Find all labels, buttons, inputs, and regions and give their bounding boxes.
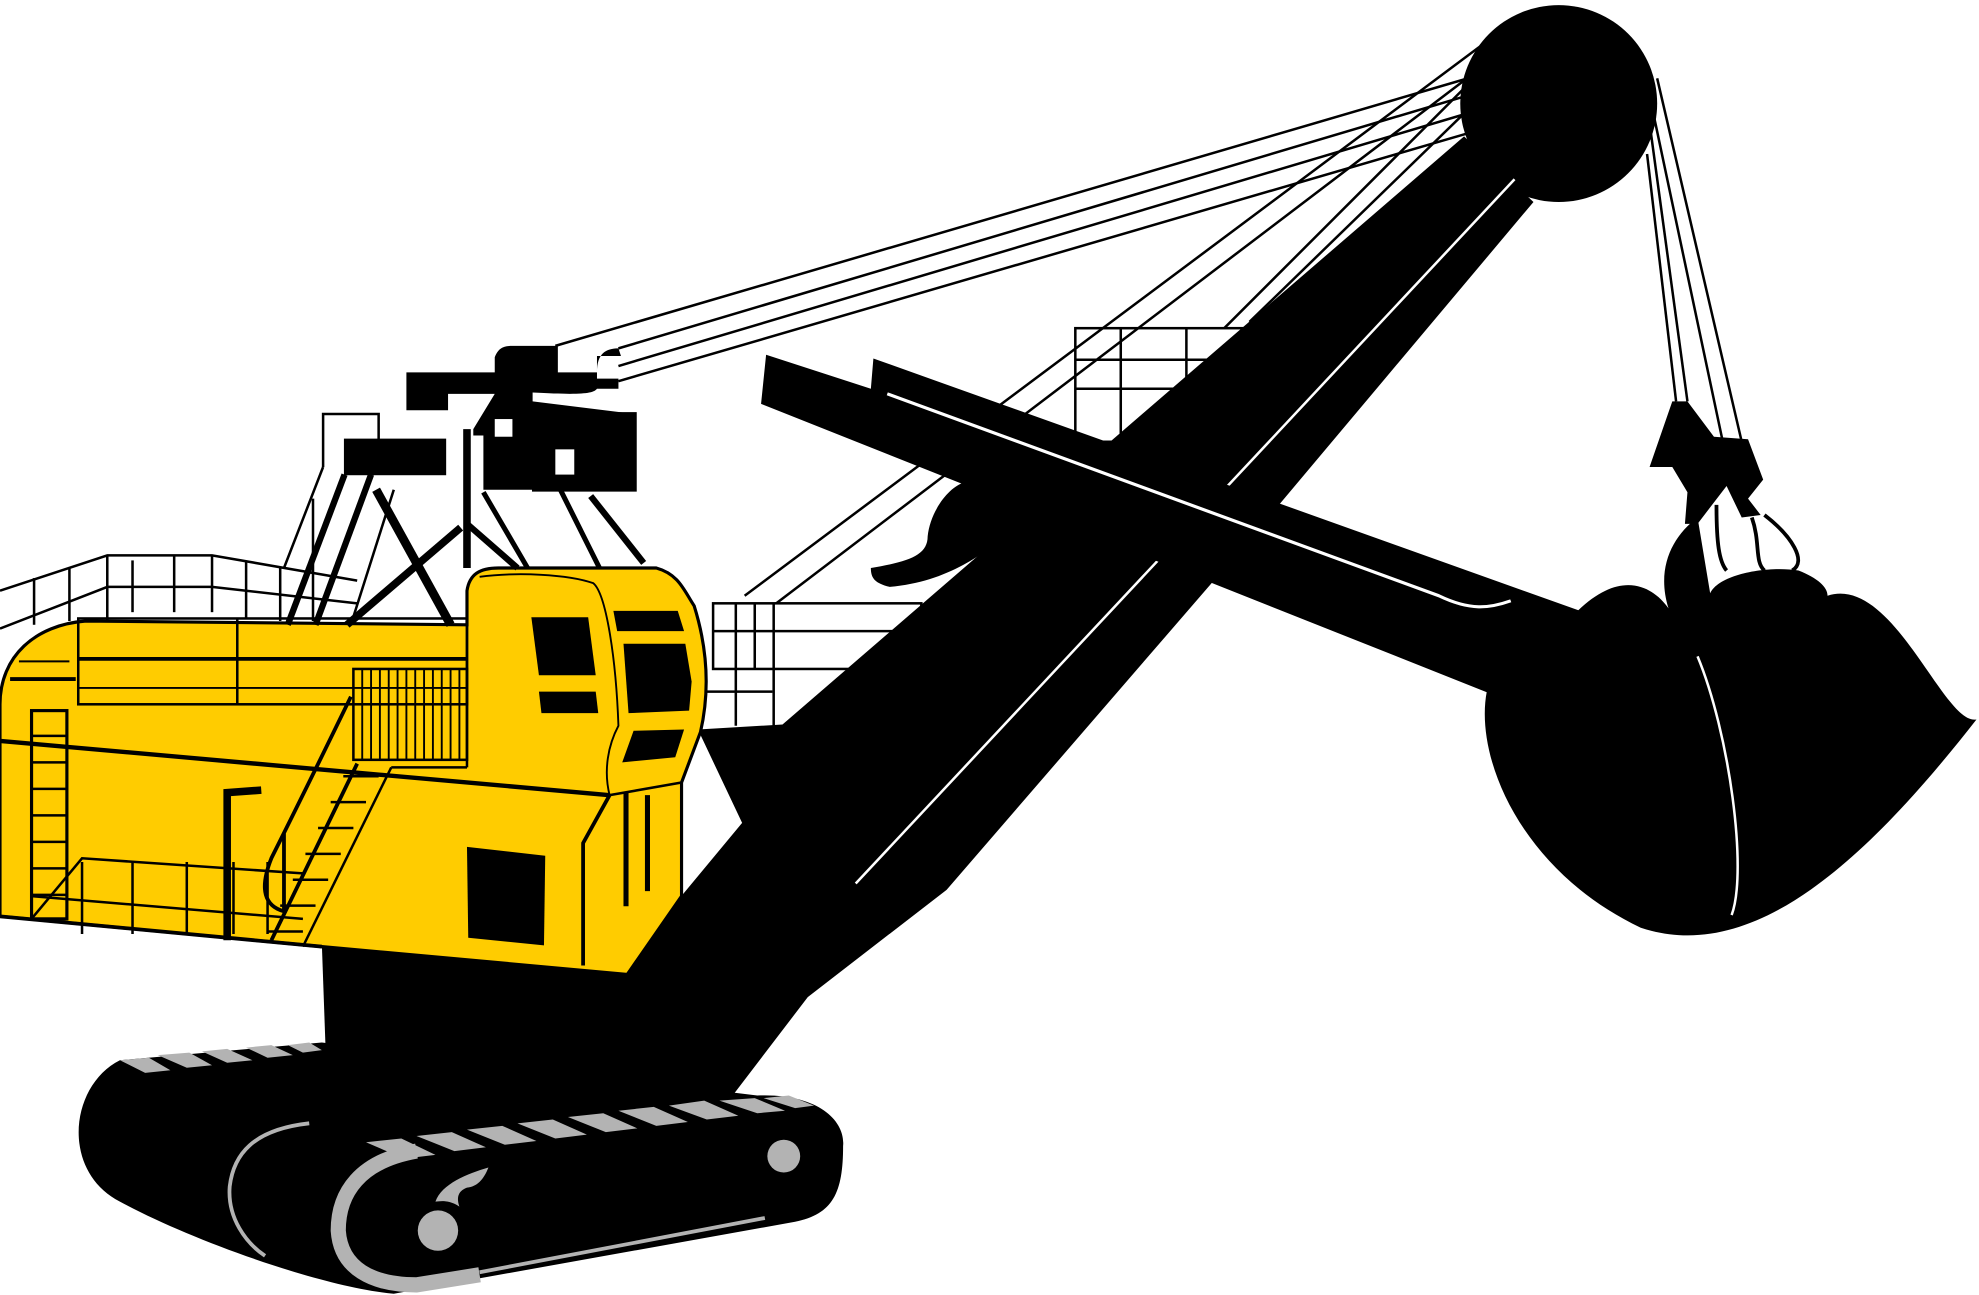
railing-mid — [0, 585, 358, 630]
deck-edge — [609, 781, 682, 797]
crawler-track — [78, 1042, 844, 1294]
track-pad — [567, 1113, 638, 1133]
house-details — [0, 573, 682, 966]
rope — [1223, 74, 1478, 330]
gantry-frame — [321, 412, 380, 468]
stair-stringer — [301, 766, 393, 948]
deck-edge — [0, 738, 610, 798]
track-pad — [763, 1095, 815, 1109]
gantry-leg — [481, 490, 530, 570]
track-pad — [466, 1125, 537, 1145]
suspension-ropes — [554, 43, 1743, 605]
ladder-rungs — [31, 734, 379, 933]
dipper-stick — [761, 354, 1581, 695]
gantry-leg — [344, 524, 464, 628]
boom-point-sheave — [1460, 5, 1658, 202]
window — [623, 643, 692, 714]
rope — [618, 112, 1467, 368]
lower-railing-posts — [80, 862, 269, 935]
a-frame-box — [531, 412, 637, 492]
a-frame-head — [406, 345, 635, 490]
hoist-rope — [1652, 113, 1725, 443]
bail — [1649, 401, 1764, 524]
base-edge — [0, 914, 323, 949]
handrail — [262, 695, 353, 914]
hoist-rope — [1645, 153, 1678, 402]
exhaust-pipe — [223, 786, 262, 941]
boom — [530, 136, 1534, 1099]
shipper-shaft-housing — [870, 482, 1035, 587]
lower-railing — [31, 894, 304, 921]
cab-outline — [479, 573, 620, 796]
idler-outline — [227, 1121, 310, 1258]
track-pad — [719, 1098, 786, 1114]
a-frame-window — [555, 449, 575, 475]
track-pad — [668, 1100, 739, 1120]
window — [613, 610, 685, 632]
roof-railing — [0, 498, 358, 630]
track-pad — [157, 1052, 213, 1068]
cab-windows — [466, 610, 692, 946]
drive-tumbler — [330, 1143, 481, 1293]
vent-grille-bars — [361, 668, 461, 760]
rope — [1248, 106, 1472, 323]
track-pad — [618, 1106, 688, 1126]
stick-highlight — [886, 392, 1512, 609]
a-frame-window — [494, 419, 513, 437]
gantry-leg — [588, 494, 647, 565]
cab-support — [581, 794, 612, 966]
track-tensioner — [435, 1167, 489, 1207]
door — [466, 846, 546, 946]
window — [538, 691, 599, 714]
gantry-leg — [464, 521, 520, 571]
rope — [554, 74, 1478, 348]
hoist-rope — [1649, 132, 1689, 402]
roller — [767, 1139, 801, 1173]
gantry-block — [343, 438, 447, 476]
track-pad — [287, 1042, 322, 1053]
track-pad — [416, 1132, 486, 1152]
gantry — [282, 345, 647, 628]
track-pad — [119, 1057, 171, 1073]
rope — [618, 93, 1471, 350]
gantry-leg — [282, 466, 325, 569]
track-pad — [517, 1119, 587, 1139]
track-pad — [201, 1048, 253, 1063]
rope — [618, 131, 1471, 383]
rope — [743, 43, 1484, 597]
roller — [417, 1210, 459, 1251]
track-frame-edge — [479, 1216, 766, 1275]
bucket-highlight — [1696, 655, 1739, 916]
bail-link — [1714, 504, 1801, 573]
track-pads — [119, 1042, 815, 1159]
track-pad — [246, 1045, 293, 1058]
railing-top — [0, 554, 358, 592]
window — [531, 617, 596, 676]
gantry-leg — [284, 473, 348, 626]
gantry-leg — [553, 478, 602, 570]
gantry-leg — [349, 489, 395, 626]
window — [622, 729, 685, 763]
dipper-bucket — [1484, 517, 1977, 936]
rope — [775, 74, 1472, 605]
bail-assembly — [1649, 401, 1801, 573]
hoist-rope — [1655, 77, 1743, 443]
gantry-leg — [372, 487, 455, 627]
